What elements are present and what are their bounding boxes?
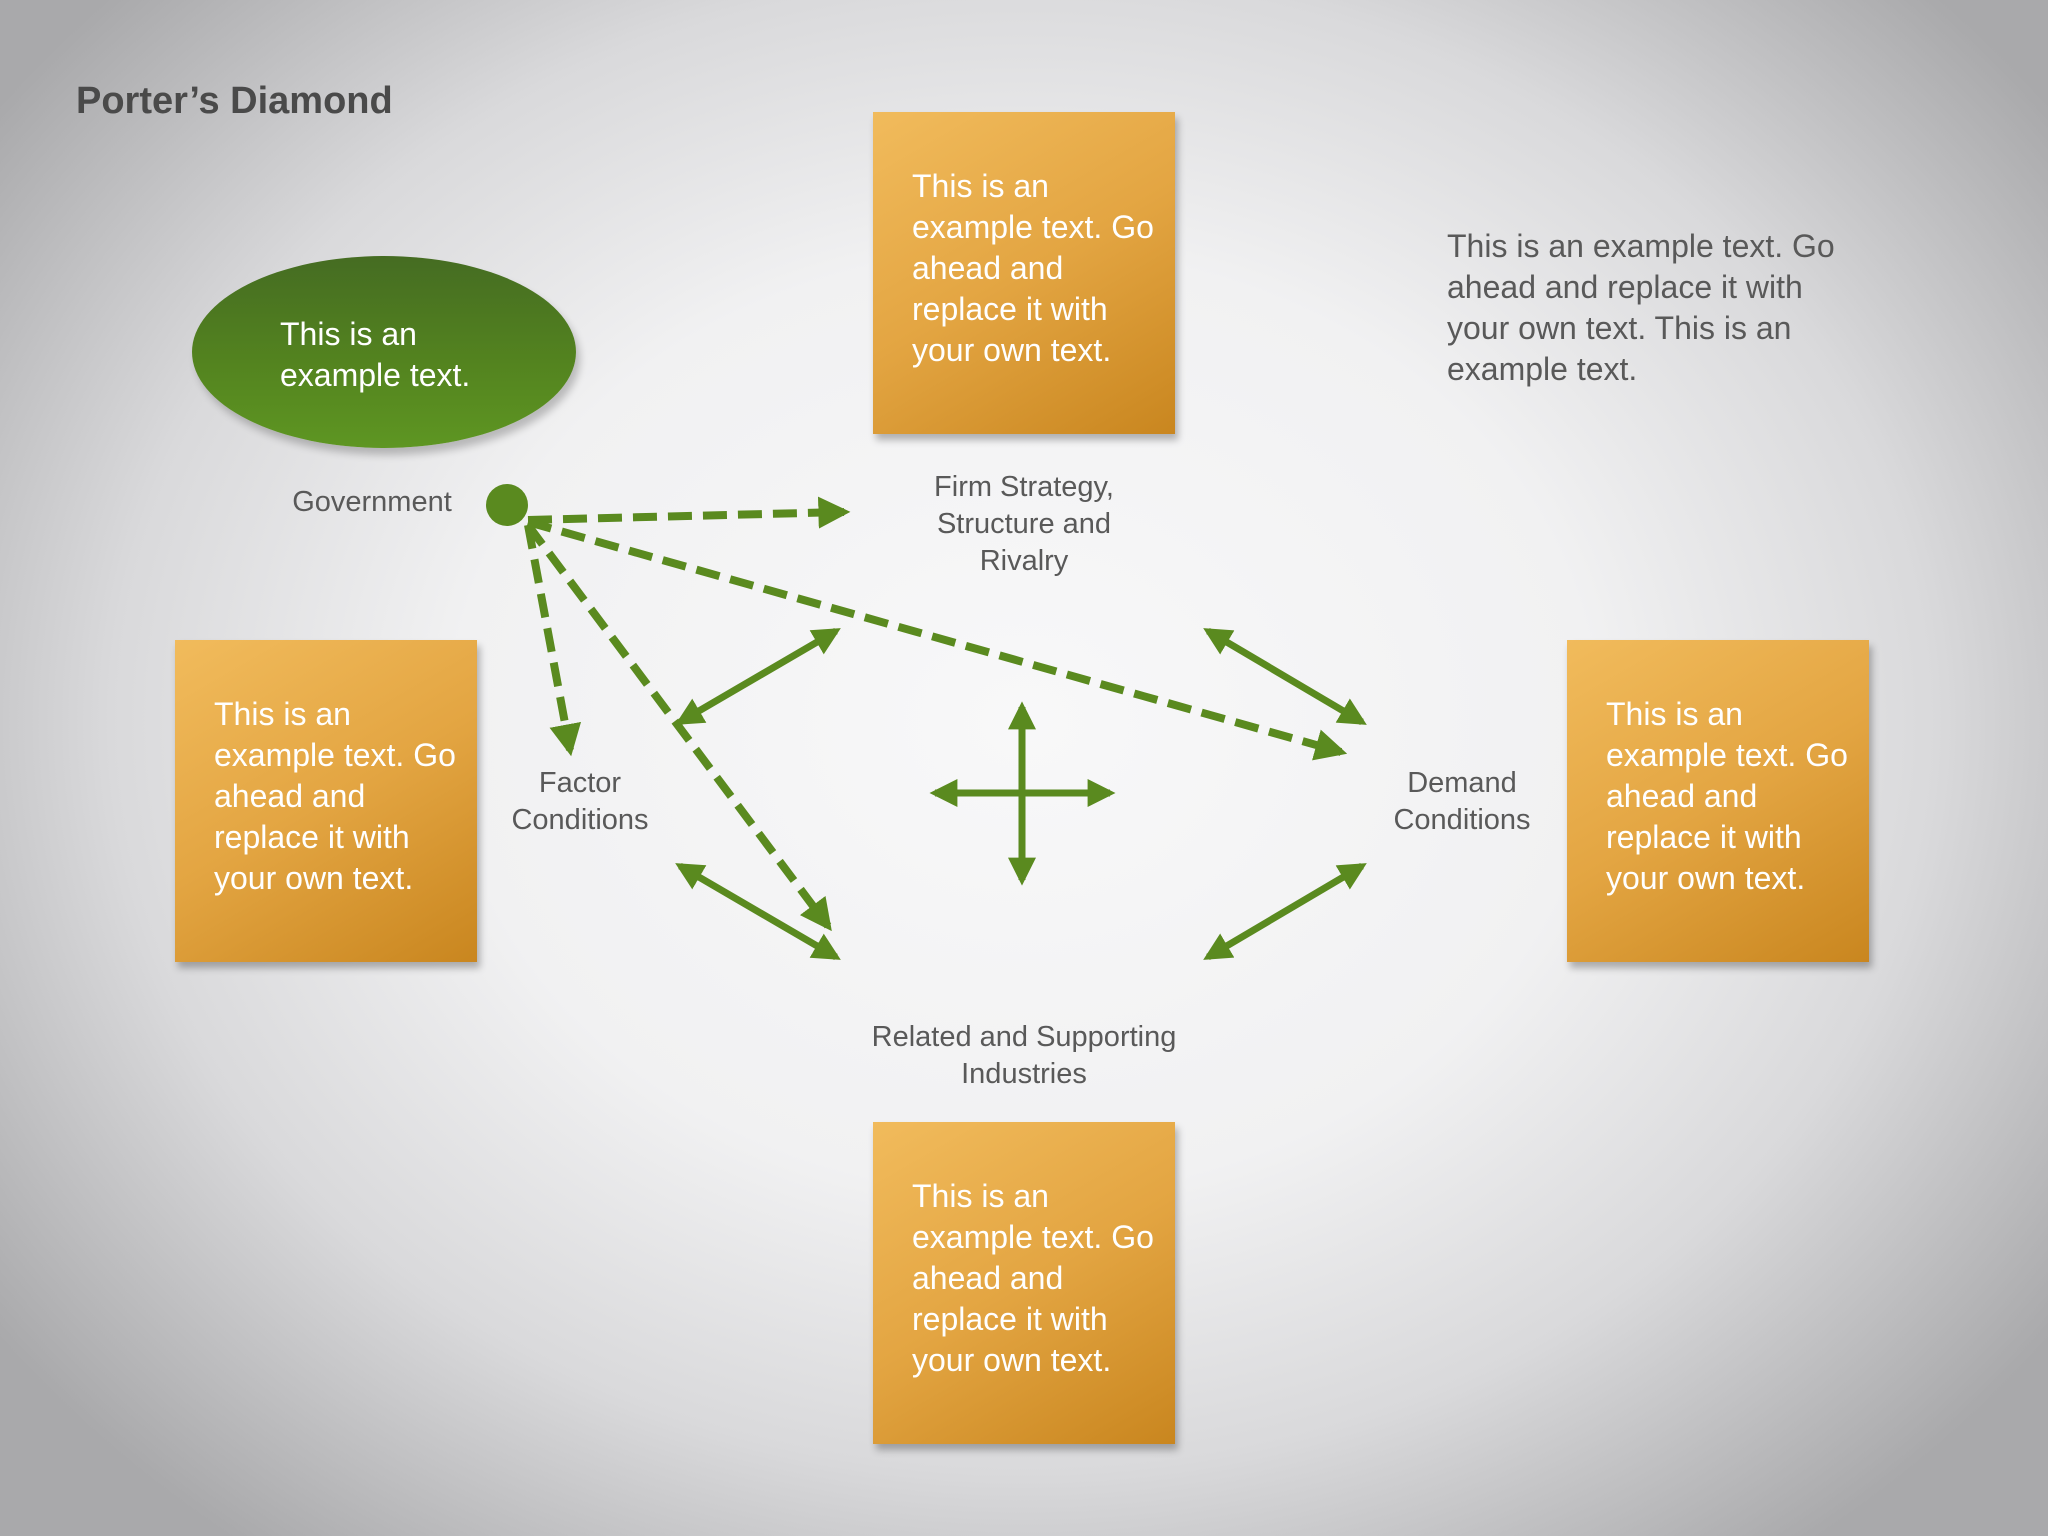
gov-to-related-arrow bbox=[524, 522, 832, 932]
government-label: Government bbox=[292, 486, 452, 518]
factor-firm-arrow bbox=[675, 627, 841, 726]
government-dot bbox=[486, 484, 528, 526]
firm-strategy-box: This is an example text. Go ahead and re… bbox=[873, 112, 1175, 434]
firm-strategy-label: Firm Strategy, Structure and Rivalry bbox=[934, 471, 1114, 577]
government-ellipse-text: This is an example text. bbox=[280, 316, 471, 393]
demand-conditions-label: Demand Conditions bbox=[1393, 767, 1531, 836]
related-demand-arrow bbox=[1203, 862, 1367, 961]
firm-demand-arrow bbox=[1203, 627, 1367, 726]
related-industries-label: Related and Supporting Industries bbox=[871, 1021, 1177, 1090]
gov-to-firm-arrow bbox=[527, 496, 851, 529]
factor-conditions-box: This is an example text. Go ahead and re… bbox=[175, 640, 477, 962]
government-ellipse bbox=[192, 256, 576, 448]
side-note-text: This is an example text. Go ahead and re… bbox=[1447, 228, 1835, 387]
demand-conditions-box: This is an example text. Go ahead and re… bbox=[1567, 640, 1869, 962]
factor-related-arrow bbox=[675, 862, 841, 961]
gov-to-factor-arrow bbox=[524, 524, 582, 757]
related-industries-box: This is an example text. Go ahead and re… bbox=[873, 1122, 1175, 1444]
factor-conditions-label: Factor Conditions bbox=[511, 767, 649, 836]
page-title: Porter’s Diamond bbox=[76, 80, 393, 122]
